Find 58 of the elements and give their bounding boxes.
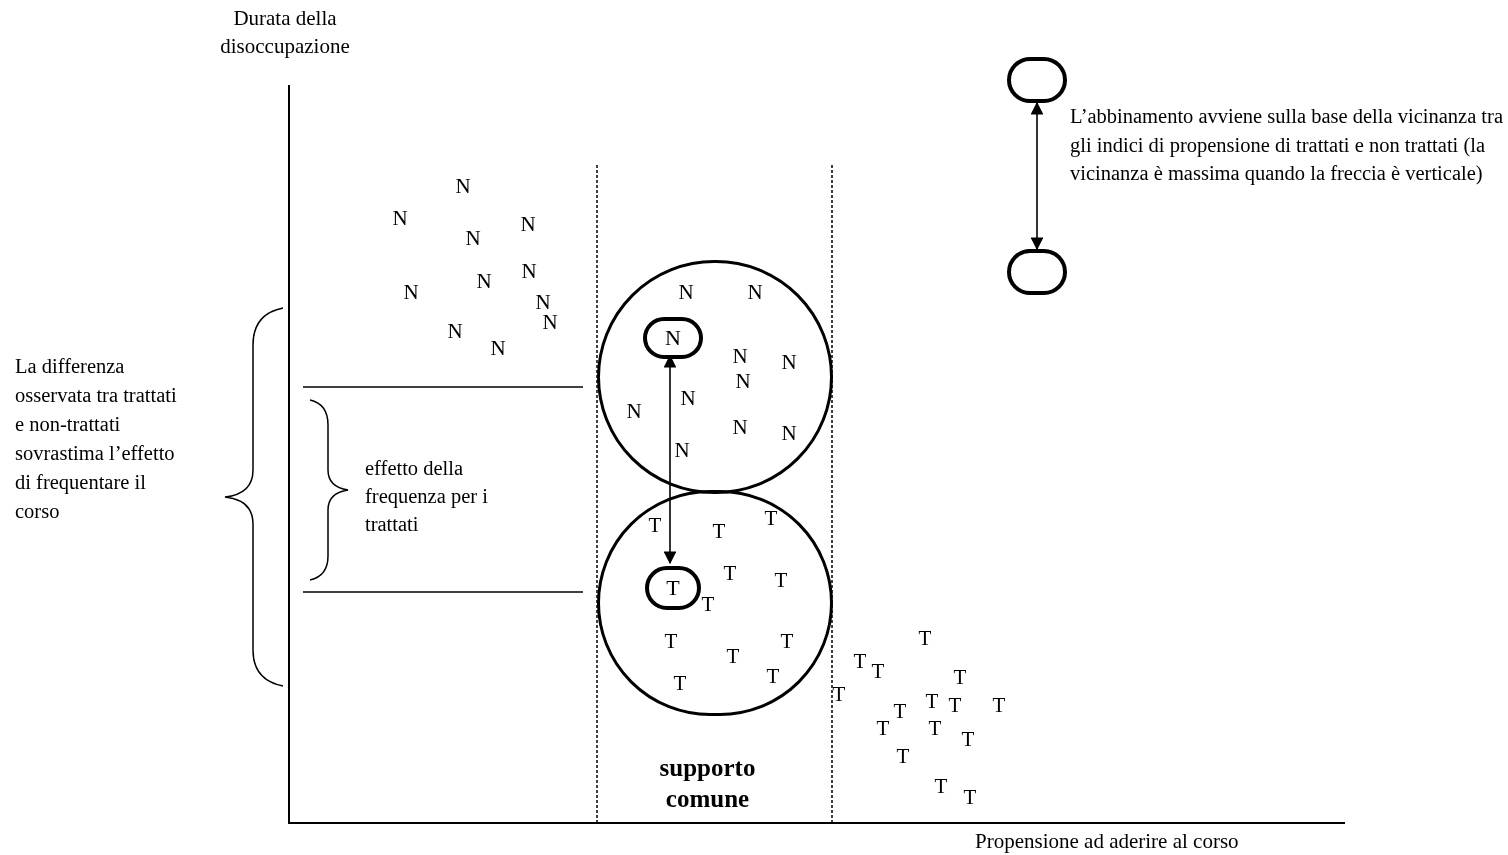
letter-label: T — [664, 630, 678, 652]
letter-label: T — [853, 650, 867, 672]
letter-label: T — [673, 672, 687, 694]
letter-label: N — [626, 400, 642, 422]
letter-label: T — [953, 666, 967, 688]
letter-label: T — [928, 717, 942, 739]
letter-label: N — [781, 351, 797, 373]
letter-label: T — [726, 645, 740, 667]
letter-label: T — [963, 786, 977, 808]
letter-label: N — [447, 320, 463, 342]
letter-label: N — [680, 387, 696, 409]
letter-label: T — [712, 520, 726, 542]
axis-label: Propensione ad aderire al corso — [975, 829, 1240, 853]
letter-label: N — [747, 281, 763, 303]
letter-label: T — [871, 660, 885, 682]
letter-label: N — [732, 416, 748, 438]
letter-label: N — [678, 281, 694, 303]
letter-label: T — [780, 630, 794, 652]
letter-label: N — [520, 213, 536, 235]
letter-label: N — [403, 281, 419, 303]
letter-label: N — [735, 370, 751, 392]
letter-label: N — [535, 291, 551, 313]
letter-label: T — [992, 694, 1006, 716]
letter-label: N — [521, 260, 537, 282]
letter-label: T — [961, 728, 975, 750]
letter-label: T — [948, 694, 962, 716]
letter-label: T — [648, 514, 662, 536]
letter-label: T — [832, 683, 846, 705]
letter-label: T — [666, 577, 680, 599]
annotation-text: effetto della frequenza per i trattati — [365, 456, 489, 537]
letter-label: T — [723, 562, 737, 584]
letter-label: T — [934, 775, 948, 797]
letter-label: N — [674, 439, 690, 461]
letter-label: T — [893, 700, 907, 722]
letter-label: T — [774, 569, 788, 591]
letter-label: N — [455, 175, 471, 197]
letter-label: T — [876, 717, 890, 739]
letter-label: N — [665, 327, 681, 349]
letter-label: T — [766, 665, 780, 687]
letter-label: N — [392, 207, 408, 229]
letter-label: N — [781, 422, 797, 444]
letter-label: N — [732, 345, 748, 367]
letter-label: N — [542, 311, 558, 333]
annotation-text: L’abbinamento avviene sulla base della vicinanza tra gli indici di propensione di trattati e non trattati (la vicinanza è massima quando la freccia è verticale) — [1070, 104, 1504, 187]
letter-label: T — [701, 593, 715, 615]
axis-label: Durata della disoccupazione — [219, 5, 351, 60]
circled-letter — [643, 317, 703, 359]
circled-letter — [645, 566, 701, 610]
letter-label: T — [925, 690, 939, 712]
letter-label: N — [476, 270, 492, 292]
letter-label: N — [490, 337, 506, 359]
letter-label: T — [896, 745, 910, 767]
letter-label: T — [764, 507, 778, 529]
annotation-text: La differenza osservata tra trattati e non-trattati sovrastima l’effetto di frequentare il corso — [15, 354, 178, 524]
letter-label: T — [918, 627, 932, 649]
letter-label: N — [465, 227, 481, 249]
double-arrow — [1030, 101, 1044, 251]
region-label: supporto comune — [658, 753, 757, 814]
